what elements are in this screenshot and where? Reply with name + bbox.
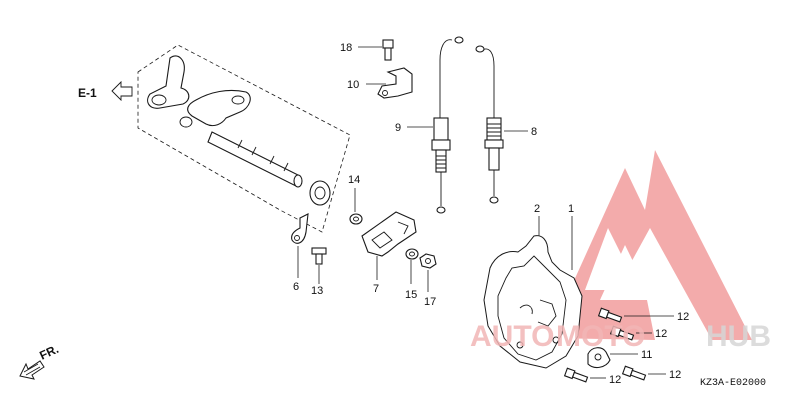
part-12-bolt-b [609, 325, 635, 341]
front-arrow-icon [19, 360, 45, 380]
callout-18: 18 [340, 42, 352, 54]
part-7-holder [361, 211, 417, 257]
part-11-hole [594, 353, 602, 361]
shaft-end [293, 174, 303, 188]
callout-1: 1 [568, 203, 574, 215]
callout-9: 9 [395, 122, 401, 134]
assembly-outline [137, 44, 351, 233]
part-10-bracket [377, 67, 413, 99]
pedal-arm-lower [187, 89, 251, 127]
pedal-arm-upper [147, 55, 190, 109]
part-12-bolt-d [621, 365, 647, 381]
callout-2: 2 [534, 203, 540, 215]
part-14-washer [349, 213, 363, 225]
part-14-hole [353, 216, 359, 222]
callout-10: 10 [347, 79, 359, 91]
part-2-gasket [483, 235, 583, 369]
part-18-bolt [382, 39, 394, 61]
cover-hole-2 [552, 336, 560, 344]
callout-17: 17 [424, 296, 436, 308]
reference-label: E-1 [78, 86, 97, 100]
part-13-bolt [311, 247, 327, 265]
part-8-cable [475, 45, 504, 204]
callout-12-a: 12 [677, 311, 689, 323]
part-11-clip [587, 347, 611, 369]
part-6-hole [294, 235, 300, 241]
cover-hole-1 [516, 341, 524, 349]
part-1-cover [497, 255, 567, 361]
watermark-word-hub: HUB [706, 320, 771, 353]
callout-12-b: 12 [655, 328, 667, 340]
callout-15: 15 [405, 289, 417, 301]
part-12-bolt-a [597, 307, 623, 323]
shaft-grooves [237, 139, 289, 172]
callout-11: 11 [641, 349, 652, 361]
part-17-hole [425, 258, 431, 264]
part-7-detail [371, 221, 409, 249]
part-12-bolt-c [563, 367, 589, 383]
callout-13: 13 [311, 285, 323, 297]
diagram-code: KZ3A-E02000 [700, 378, 766, 389]
watermark-logo [548, 150, 752, 340]
callout-12-d: 12 [669, 369, 681, 381]
front-label: FR. [37, 342, 60, 363]
reference-arrow-icon [111, 80, 133, 102]
callout-8: 8 [531, 126, 537, 138]
pedal-boss [179, 116, 193, 128]
front-direction-indicator: FR. [19, 342, 61, 380]
oil-seal [309, 180, 331, 206]
part-15-hole [409, 251, 415, 257]
callout-12-c: 12 [609, 374, 621, 386]
part-17-nut [419, 253, 437, 269]
callout-6: 6 [293, 281, 299, 293]
cover-detail [519, 299, 557, 327]
watermark-word-auto: AUTO [470, 320, 554, 353]
front-arrow-hatch [23, 363, 41, 376]
callout-14: 14 [348, 174, 360, 186]
pedal-hole [231, 95, 245, 105]
part-9-cable [431, 36, 464, 214]
callout-7: 7 [373, 283, 379, 295]
pedal-pivot [151, 94, 167, 106]
oil-seal-inner [314, 186, 326, 200]
watermark-word-moto: MOTO [556, 320, 645, 353]
part-10-hole [382, 90, 388, 96]
watermark-text: AUTO MOTO HUB [470, 320, 771, 353]
shift-shaft [207, 131, 301, 187]
part-15-washer [405, 248, 419, 260]
